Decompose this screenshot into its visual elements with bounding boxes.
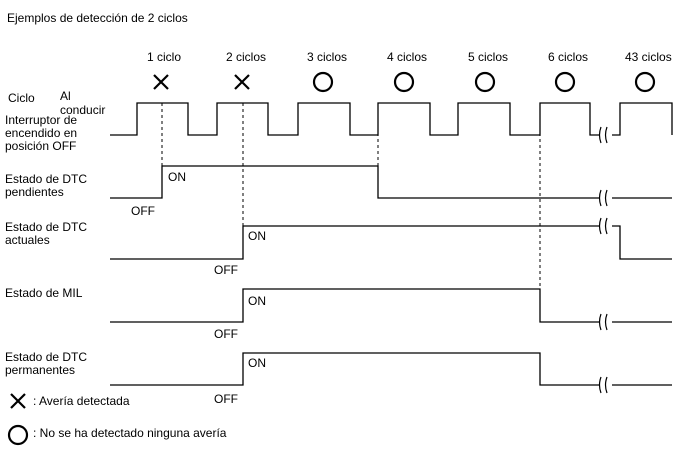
pending-waveform [110, 165, 600, 199]
row-label-current: Estado de DTC actuales [5, 220, 90, 247]
cross-icon [153, 74, 169, 90]
mil-waveform [110, 288, 600, 323]
circle-icon [554, 71, 576, 93]
row-label-ignition: Interruptor de encendido en posición OFF [5, 113, 80, 153]
pending-on-label: ON [168, 170, 186, 184]
circle-icon [312, 71, 334, 93]
ignition-waveform [110, 102, 600, 136]
permanent-waveform [110, 352, 600, 386]
legend-ok-text: : No se ha detectado ninguna avería [33, 426, 227, 440]
current-waveform-tail [612, 225, 672, 260]
permanent-on-label: ON [248, 356, 266, 370]
pending-off-label: OFF [131, 204, 155, 218]
circle-icon [7, 424, 29, 446]
cycle-label-6: 6 ciclos [548, 50, 588, 64]
mil-off-label: OFF [214, 327, 238, 341]
mil-on-label: ON [248, 294, 266, 308]
row-label-mil: Estado de MIL [5, 286, 83, 300]
cycle-label-3: 3 ciclos [307, 50, 347, 64]
circle-icon [634, 71, 656, 93]
cross-icon [10, 393, 26, 409]
ignition-waveform-tail [612, 102, 673, 136]
current-off-label: OFF [214, 263, 238, 277]
break-mark [598, 126, 608, 144]
cycle-label-1: 1 ciclo [147, 50, 181, 64]
cycle-label-43: 43 ciclos [625, 50, 672, 64]
cycle-label-5: 5 ciclos [468, 50, 508, 64]
break-mark [598, 313, 608, 331]
cycle-label-2: 2 ciclos [226, 50, 266, 64]
circle-icon [474, 71, 496, 93]
legend-fault-text: : Avería detectada [33, 394, 130, 408]
current-waveform [110, 225, 600, 260]
cycle-label-4: 4 ciclos [387, 50, 427, 64]
break-mark [598, 376, 608, 394]
diagram-title: Ejemplos de detección de 2 ciclos [7, 11, 188, 25]
row-label-ciclo: Ciclo [8, 91, 35, 105]
break-mark [598, 189, 608, 207]
break-mark [598, 217, 608, 235]
row-label-permanent: Estado de DTC permanentes [5, 350, 90, 377]
row-label-driving: Al conducir [60, 89, 106, 117]
permanent-off-label: OFF [214, 392, 238, 406]
row-label-pending: Estado de DTC pendientes [5, 172, 90, 199]
circle-icon [393, 71, 415, 93]
current-on-label: ON [248, 229, 266, 243]
cross-icon [234, 74, 250, 90]
